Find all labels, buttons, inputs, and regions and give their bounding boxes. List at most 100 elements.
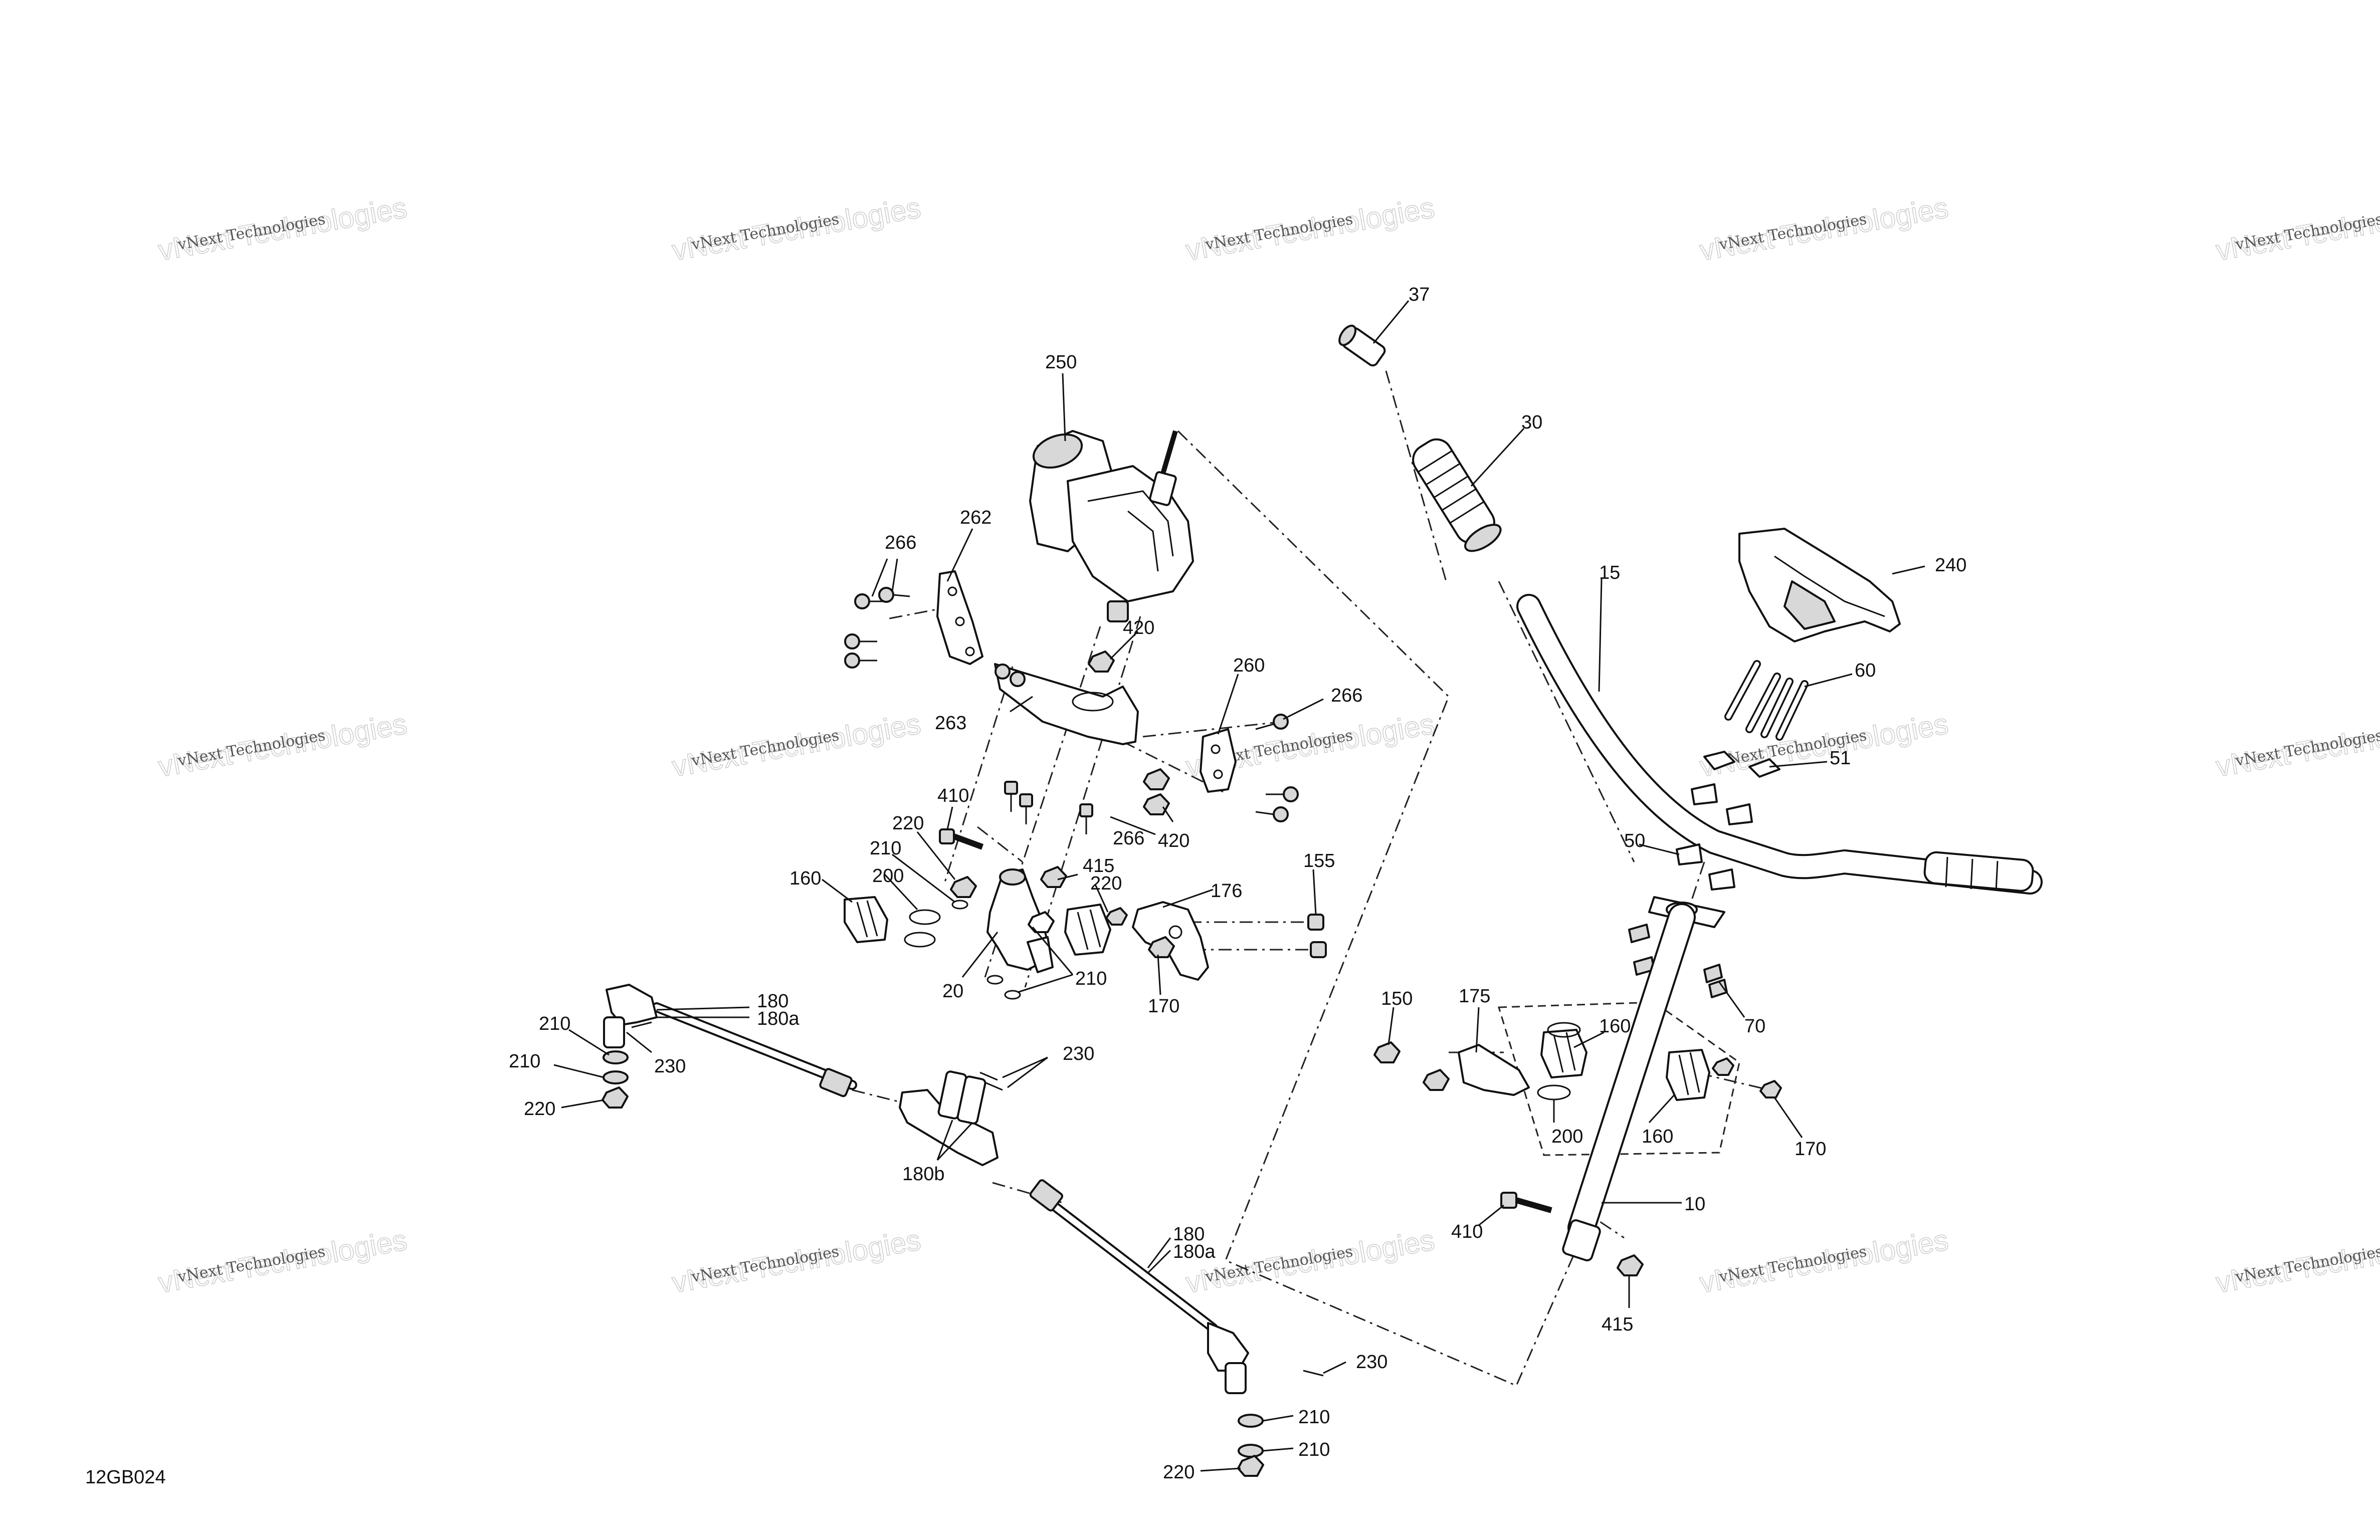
nuts-420-right — [1143, 768, 1170, 815]
washers-200-right — [1537, 1022, 1581, 1101]
washers-200-210-upper — [904, 900, 1021, 1000]
callout-20: 20 — [942, 981, 963, 1002]
callout-51: 51 — [1830, 748, 1851, 769]
nut-420-top — [1088, 650, 1115, 673]
bolts-150 — [1373, 1041, 1450, 1091]
callout-180a: 180a — [757, 1008, 800, 1029]
figure-id: 12GB024 — [85, 1467, 166, 1488]
watermark: vNext Technologies vNext Technologies — [669, 1223, 923, 1300]
steering-arm-20 — [986, 868, 1054, 973]
callout-210: 210 — [539, 1013, 570, 1034]
callout-220: 220 — [1090, 873, 1122, 894]
callout-266: 266 — [1331, 685, 1362, 706]
callout-170: 170 — [1795, 1139, 1826, 1160]
callout-266: 266 — [885, 532, 916, 553]
watermarks: vNext Technologies vNext Technologies vN… — [155, 191, 2380, 1300]
callout-180b: 180b — [902, 1164, 945, 1185]
callout-210: 210 — [1298, 1439, 1330, 1460]
handlebar-cover — [1738, 528, 1901, 642]
callout-60: 60 — [1855, 660, 1876, 681]
bolts-266-lower — [1004, 781, 1093, 834]
nut-170-left — [1148, 936, 1175, 958]
watermark: vNext Technologies vNext Technologies — [669, 707, 923, 784]
callout-37: 37 — [1409, 284, 1430, 305]
callout-10: 10 — [1684, 1194, 1705, 1215]
bolts-266-left — [844, 587, 910, 669]
nuts-170-right — [1712, 1057, 1782, 1098]
callout-420: 420 — [1158, 830, 1189, 851]
leader-lines — [553, 300, 1925, 1472]
mounting-bracket-263 — [994, 663, 1139, 745]
callout-230: 230 — [654, 1056, 686, 1077]
steering-column — [1562, 896, 1725, 1261]
bracket-176 — [1132, 901, 1209, 981]
watermark: vNext Technologies vNext Technologies — [2213, 1223, 2380, 1300]
bolt-410-lower — [1500, 1192, 1552, 1213]
callout-160: 160 — [1599, 1016, 1631, 1037]
callout-180a: 180a — [1173, 1241, 1216, 1262]
callout-262: 262 — [960, 507, 991, 528]
nut-415-lower — [1617, 1254, 1644, 1276]
callout-200: 200 — [872, 865, 904, 887]
callout-220: 220 — [892, 813, 924, 834]
tie-rod-left — [603, 984, 857, 1097]
callout-410: 410 — [1451, 1221, 1483, 1242]
callout-220: 220 — [524, 1098, 555, 1120]
bushing-160-left — [844, 896, 888, 943]
callout-50: 50 — [1624, 830, 1645, 851]
callout-210: 210 — [1075, 968, 1107, 989]
watermark: vNext Technologies vNext Technologies — [1697, 191, 1951, 268]
callout-415: 415 — [1602, 1314, 1633, 1335]
bracket-260 — [1200, 728, 1237, 793]
callout-160: 160 — [1642, 1126, 1673, 1147]
power-steering-unit — [1029, 430, 1194, 622]
watermark: vNext Technologies vNext Technologies — [669, 191, 923, 268]
callout-176: 176 — [1211, 881, 1242, 902]
callout-420: 420 — [1123, 617, 1154, 638]
watermark: vNext Technologies vNext Technologies — [1697, 707, 1951, 784]
callout-200: 200 — [1551, 1126, 1583, 1147]
bushing-160-center — [1064, 904, 1111, 956]
handlebar-tube — [1516, 594, 2043, 895]
watermark: vNext Technologies vNext Technologies — [155, 1223, 410, 1300]
watermark: vNext Technologies vNext Technologies — [2213, 191, 2380, 268]
callout-170: 170 — [1148, 996, 1179, 1017]
handlebar-end-plug — [1338, 324, 1386, 367]
watermark: vNext Technologies vNext Technologies — [155, 191, 410, 268]
tie-rod-right-hardware — [1237, 1370, 1324, 1477]
callout-210: 210 — [509, 1051, 540, 1072]
handlebar-clamp-bolts — [1724, 660, 1809, 741]
tie-rod-center-joint — [899, 1070, 1003, 1166]
callout-15: 15 — [1599, 562, 1620, 583]
callout-150: 150 — [1381, 988, 1413, 1009]
callout-210: 210 — [1298, 1407, 1330, 1428]
tie-rod-left-hardware — [602, 1021, 652, 1109]
callout-160: 160 — [789, 868, 821, 889]
bolt-410-upper — [939, 828, 984, 850]
callout-230: 230 — [1356, 1352, 1387, 1373]
watermark: vNext Technologies vNext Technologies — [1183, 191, 1437, 268]
callout-260: 260 — [1233, 655, 1265, 676]
callout-266: 266 — [1113, 828, 1144, 849]
callout-180: 180 — [757, 991, 788, 1012]
watermark: vNext Technologies vNext Technologies — [155, 707, 410, 784]
bolts-155 — [1307, 914, 1327, 958]
bolts-266-right — [1255, 714, 1299, 822]
callout-220: 220 — [1163, 1462, 1195, 1483]
callout-175: 175 — [1459, 986, 1490, 1007]
bushing-160-right-b — [1666, 1049, 1710, 1101]
nut-220-center — [1105, 907, 1128, 926]
handlebar-grip — [1412, 438, 1502, 552]
callout-30: 30 — [1521, 412, 1542, 433]
handlebar-clamps — [1628, 751, 1780, 998]
callout-230: 230 — [1063, 1043, 1094, 1064]
watermark: vNext Technologies vNext Technologies — [1697, 1223, 1951, 1300]
mounting-bracket-262 — [936, 570, 983, 665]
callout-415: 415 — [1083, 855, 1114, 876]
callout-210: 210 — [870, 838, 901, 859]
watermark: vNext Technologies vNext Technologies — [1183, 1223, 1437, 1300]
callout-250: 250 — [1045, 352, 1077, 373]
callout-180: 180 — [1173, 1224, 1205, 1245]
watermark: vNext Technologies vNext Technologies — [2213, 707, 2380, 784]
